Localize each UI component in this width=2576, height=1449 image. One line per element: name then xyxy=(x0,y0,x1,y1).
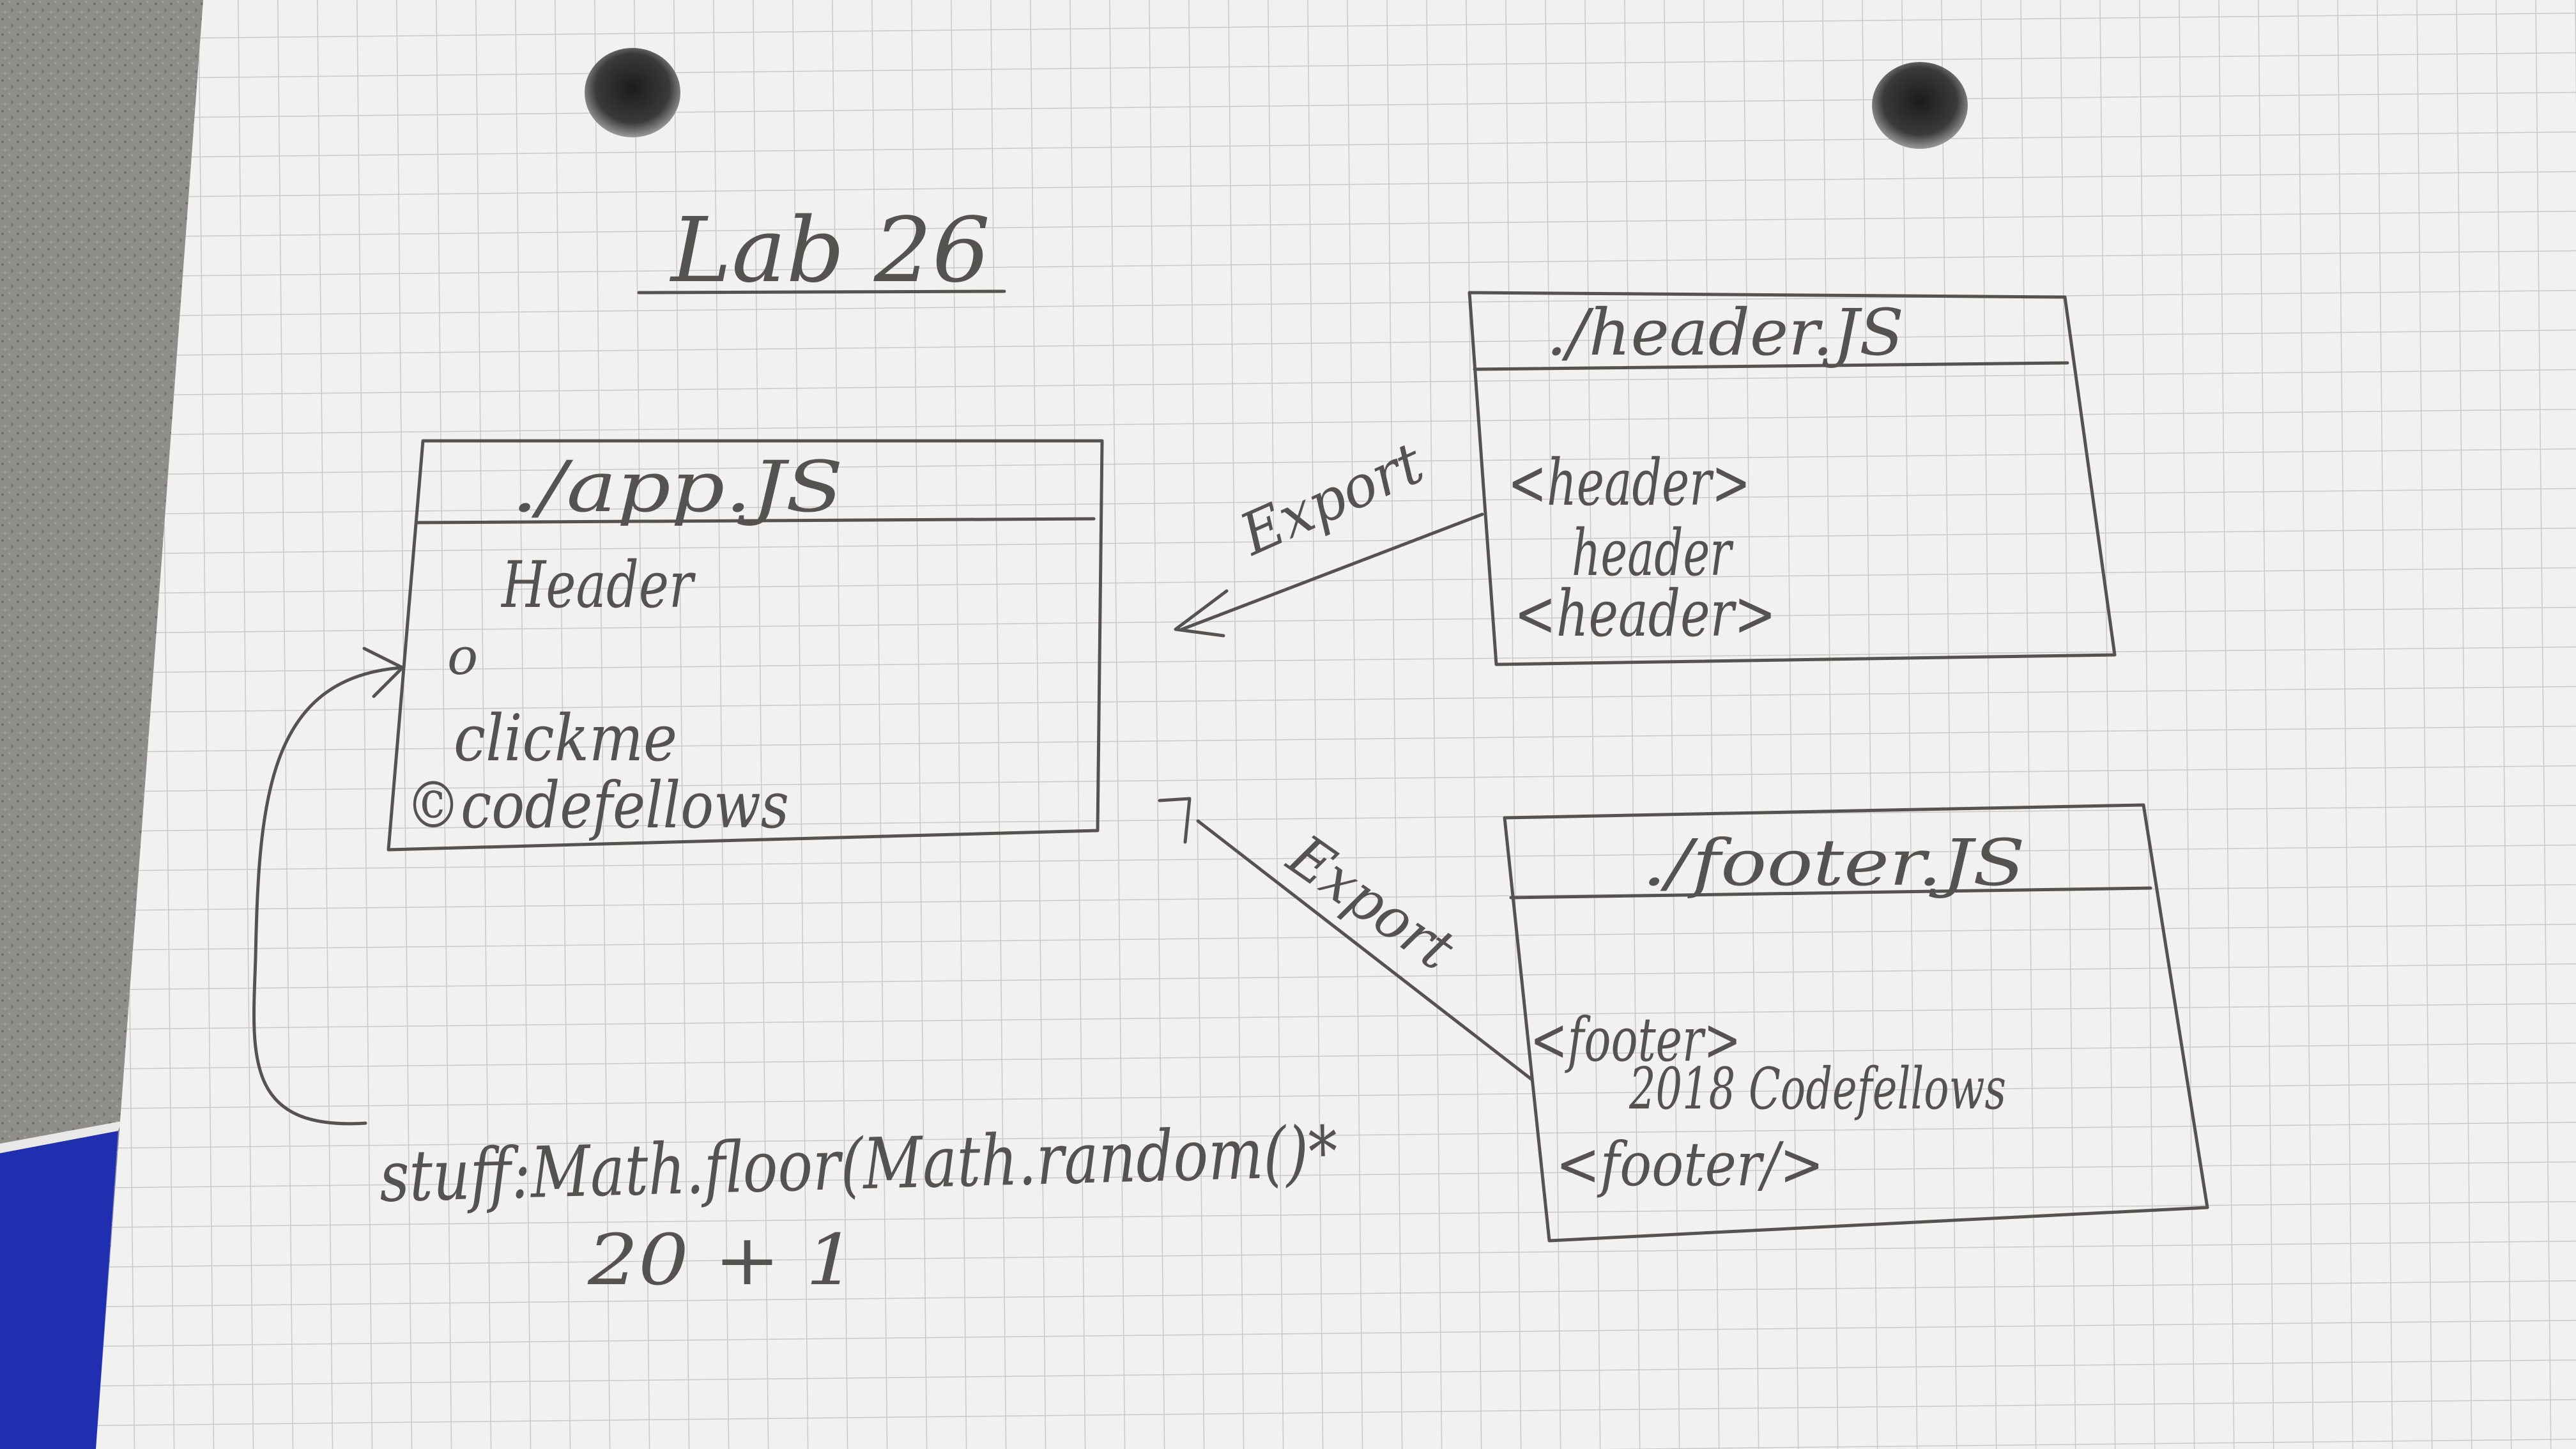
paper-grid xyxy=(96,0,2576,1449)
state-note-line-2: 20 + 1 xyxy=(587,1219,856,1301)
header-box-line-3: <header> xyxy=(1514,576,1776,651)
app-box-line-2: o xyxy=(447,627,478,686)
title-underline xyxy=(637,289,1006,295)
header-box-line-2: header xyxy=(1572,516,1734,590)
footer-box-line-3: <footer/> xyxy=(1556,1130,1824,1200)
diagram-title: Lab 26 xyxy=(669,199,990,303)
footer-box-line-2: 2018 Codefellows xyxy=(1629,1055,2006,1123)
header-box-line-1: <header> xyxy=(1508,445,1751,520)
footer-box xyxy=(1503,803,2209,1243)
export-arrow-footer-to-app xyxy=(1158,797,1534,1082)
header-box xyxy=(1468,291,2117,666)
export-arrow-header-to-app xyxy=(1174,512,1484,638)
app-box-line-3: clickme xyxy=(454,701,677,776)
app-box xyxy=(387,439,1104,852)
state-arrow-stuff-to-app xyxy=(252,647,404,1126)
footer-box-name: ./footer.JS xyxy=(1642,825,2025,900)
app-box-line-1: Header xyxy=(500,548,696,622)
footer-box-line-1: <footer> xyxy=(1530,1005,1741,1075)
punch-hole-right xyxy=(1872,62,1968,149)
punch-hole-left xyxy=(585,48,680,137)
header-box-name: ./header.JS xyxy=(1546,295,1904,370)
notebook-blue-edge xyxy=(0,1131,118,1449)
app-box-line-4: ©codefellows xyxy=(406,768,789,843)
notebook-white-edge xyxy=(0,1121,121,1153)
app-box-name: ./app.JS xyxy=(511,446,843,528)
